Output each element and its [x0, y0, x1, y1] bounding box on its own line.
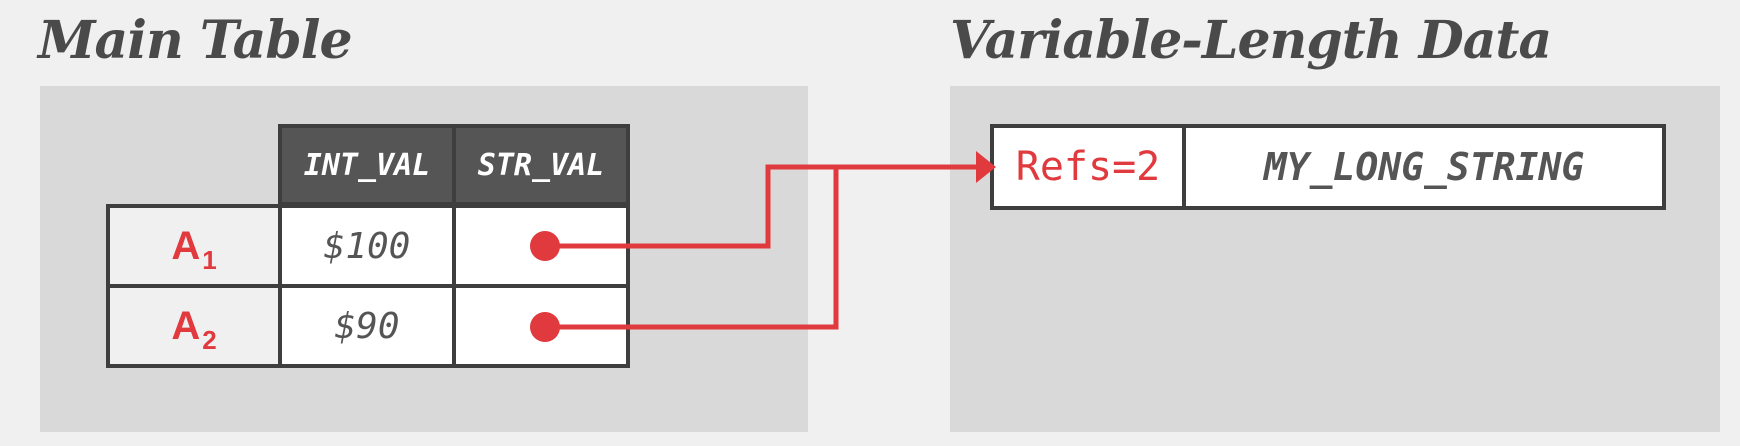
header-int-val: INT_VAL [278, 124, 456, 206]
pointer-dot-a2 [530, 312, 560, 342]
int-val-cell-a1: $100 [278, 204, 456, 288]
row-label-text: A [171, 303, 201, 348]
long-string-cell: MY_LONG_STRING [1182, 124, 1666, 210]
row-label-subscript: 1 [202, 244, 217, 275]
main-table-title: Main Table [38, 10, 353, 71]
row-label-subscript: 2 [202, 324, 217, 355]
refs-count-cell: Refs=2 [990, 124, 1186, 210]
pointer-line-a1 [545, 164, 978, 249]
row-label-text: A [171, 223, 201, 268]
arrowhead-icon [976, 151, 996, 183]
int-val-cell-a2: $90 [278, 284, 456, 368]
pointer-dot-a1 [530, 231, 560, 261]
variable-length-data-title: Variable-Length Data [950, 10, 1552, 71]
pointer-line-a2 [545, 167, 839, 330]
